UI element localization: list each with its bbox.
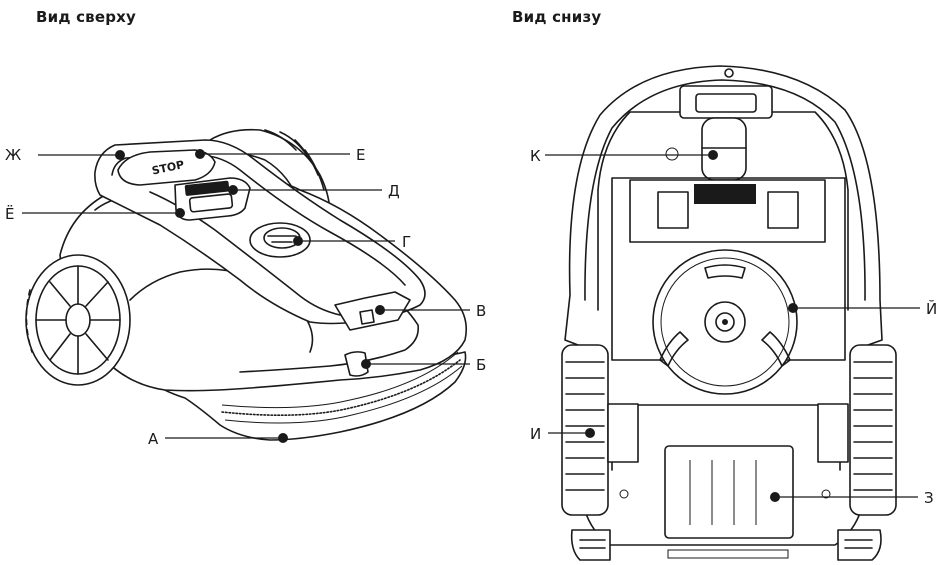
label-k: К: [530, 147, 541, 165]
marker-v: [375, 305, 385, 315]
bottom-view-title: Вид снизу: [512, 8, 602, 26]
rear-bumper-left: [570, 529, 611, 561]
label-b: Б: [476, 356, 486, 374]
label-z: З: [924, 489, 934, 507]
charging-contacts: [694, 184, 756, 204]
label-g: Г: [402, 233, 411, 251]
rear-wheel-left: [25, 254, 131, 386]
front-caster-wheel: [701, 117, 747, 181]
marker-zh: [115, 150, 125, 160]
marker-y: [788, 303, 798, 313]
bottom-view-illustration: К Й И З: [530, 65, 937, 561]
label-i: И: [530, 425, 541, 443]
left-motor-cover: [607, 403, 639, 463]
label-y: Й: [926, 299, 937, 318]
bumper-grille: [221, 359, 461, 416]
left-sensor: [657, 191, 689, 229]
marker-g: [293, 236, 303, 246]
rear-bumper-right: [837, 529, 882, 561]
label-a: А: [148, 430, 159, 448]
marker-d: [228, 185, 238, 195]
lift-handle: [344, 351, 369, 377]
top-view-title: Вид сверху: [36, 8, 137, 26]
drive-wheel-right: [849, 344, 897, 516]
label-yo: Ё: [5, 204, 14, 223]
marker-b: [361, 359, 371, 369]
stop-button-housing: [117, 149, 216, 186]
right-sensor: [767, 191, 799, 229]
battery-cover: [664, 445, 794, 539]
label-d: Д: [388, 182, 400, 200]
marker-k: [708, 150, 718, 160]
label-zh: Ж: [5, 146, 21, 164]
blade-disc: [652, 249, 798, 395]
label-v: В: [476, 302, 486, 320]
keypad: [188, 193, 234, 213]
marker-i: [585, 428, 595, 438]
marker-yo: [175, 208, 185, 218]
marker-a: [278, 433, 288, 443]
top-view-illustration: STOP Ж Е: [5, 128, 486, 448]
drive-wheel-left: [561, 344, 609, 516]
marker-z: [770, 492, 780, 502]
label-e: Е: [356, 146, 365, 164]
display-screen: [184, 180, 230, 196]
marker-e: [195, 149, 205, 159]
right-motor-cover: [817, 403, 849, 463]
